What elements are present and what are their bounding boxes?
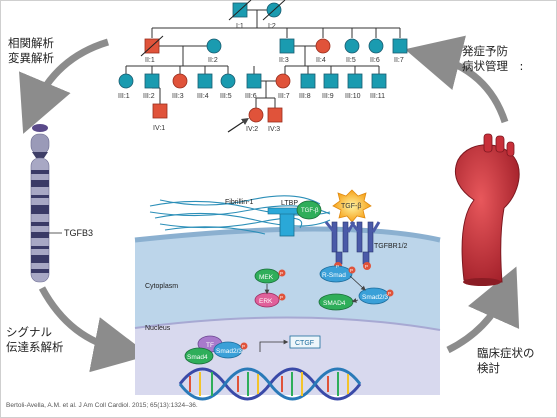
cytoplasm-label: Cytoplasm xyxy=(145,283,178,290)
svg-text:P: P xyxy=(388,291,391,296)
pedigree xyxy=(125,9,401,108)
rsmad-node xyxy=(319,265,353,283)
cycle-arrows xyxy=(19,35,520,373)
mek-node xyxy=(254,268,280,284)
svg-text:III:10: III:10 xyxy=(345,93,361,100)
svg-text:P: P xyxy=(280,295,283,300)
phospho-labels: P P P P P P P xyxy=(242,264,391,349)
smad4-label: SMAD4 xyxy=(323,300,346,307)
svg-text:IV:1: IV:1 xyxy=(153,125,165,132)
svg-text:II:1: II:1 xyxy=(145,57,155,64)
svg-text:III:1: III:1 xyxy=(118,93,130,100)
label-correlation-analysis: 相関解析 変異解析 xyxy=(8,36,54,65)
svg-text:III:3: III:3 xyxy=(172,93,184,100)
erk-label: ERK xyxy=(259,298,273,305)
svg-text:III:4: III:4 xyxy=(197,93,209,100)
pedigree-symbols xyxy=(118,0,408,133)
svg-text:III:9: III:9 xyxy=(322,93,334,100)
aorta-illustration xyxy=(454,133,520,286)
receptor-tgfbr xyxy=(324,221,381,265)
ctgf-box xyxy=(289,335,321,349)
svg-text:P: P xyxy=(280,271,283,276)
cycle-arrow-right-bottom xyxy=(446,266,520,354)
label-signal-analysis: シグナル 伝達系解析 xyxy=(6,325,64,354)
svg-text:II:3: II:3 xyxy=(279,57,289,64)
membrane xyxy=(134,226,441,243)
svg-text:III:6: III:6 xyxy=(245,93,257,100)
dna-rungs xyxy=(189,372,349,396)
tf-label: TF xyxy=(206,342,214,349)
fibrillin-label: Fibrillin-1 xyxy=(225,199,254,206)
svg-text:II:5: II:5 xyxy=(346,57,356,64)
svg-text:III:8: III:8 xyxy=(299,93,311,100)
receptor-label: TGFBR1/2 xyxy=(374,243,408,250)
rsmad-label: R-Smad xyxy=(322,272,346,279)
label-clinical-symptoms: 臨床症状の 検討 xyxy=(477,346,535,375)
label-prevention-management: 発症予防 病状管理 : xyxy=(462,44,524,73)
citation: Bertoli-Avella, A.M. et al. J Am Coll Ca… xyxy=(6,402,198,409)
svg-text:II:7: II:7 xyxy=(394,57,404,64)
svg-text:III:7: III:7 xyxy=(278,93,290,100)
svg-text:II:2: II:2 xyxy=(208,57,218,64)
gene-label: TGFB3 xyxy=(64,228,93,238)
tgfb-active-label: TGF-β xyxy=(341,203,361,210)
cycle-arrow-right-top xyxy=(404,35,509,124)
svg-text:P: P xyxy=(242,344,245,349)
smad23-nuc-node xyxy=(213,341,243,359)
smad4-nuc-label: Smad4 xyxy=(187,354,208,361)
svg-text:III:5: III:5 xyxy=(220,93,232,100)
chromosome-tgfb3 xyxy=(30,124,62,283)
svg-text:III:11: III:11 xyxy=(370,93,385,100)
svg-text:III:2: III:2 xyxy=(143,93,155,100)
svg-text:I:1: I:1 xyxy=(236,23,244,30)
signaling-pathway: Fibrillin-1 LTBP TGF-β TGF-β TGFBR1/2 Cy… xyxy=(134,189,441,401)
svg-text:I:2: I:2 xyxy=(268,23,276,30)
tgfb-bound-label: TGF-β xyxy=(301,208,319,214)
smad23-nuc-label: Smad2/3 xyxy=(216,348,242,355)
cycle-arrow-top-left xyxy=(19,38,110,134)
mek-label: MEK xyxy=(259,274,274,281)
ltbp-label: LTBP xyxy=(281,200,298,207)
svg-text:P: P xyxy=(350,268,353,273)
svg-text:P: P xyxy=(365,264,368,269)
svg-text:II:6: II:6 xyxy=(370,57,380,64)
smad4-nuc-node xyxy=(184,347,214,365)
svg-text:IV:2: IV:2 xyxy=(246,126,258,133)
ctgf-label: CTGF xyxy=(295,340,314,347)
dna-helix xyxy=(178,367,362,401)
nucleus-label: Nucleus xyxy=(145,325,171,332)
tgfb-bound xyxy=(296,200,322,220)
cycle-arrow-left-bottom xyxy=(38,286,150,373)
svg-text:IV:3: IV:3 xyxy=(268,126,280,133)
svg-text:P: P xyxy=(336,264,339,269)
smad23-label: Smad2/3 xyxy=(362,294,388,301)
svg-text:II:4: II:4 xyxy=(316,57,326,64)
pedigree-labels: I:1 I:2 II:1 II:2 II:3 II:4 II:5 II:6 II… xyxy=(118,23,404,133)
